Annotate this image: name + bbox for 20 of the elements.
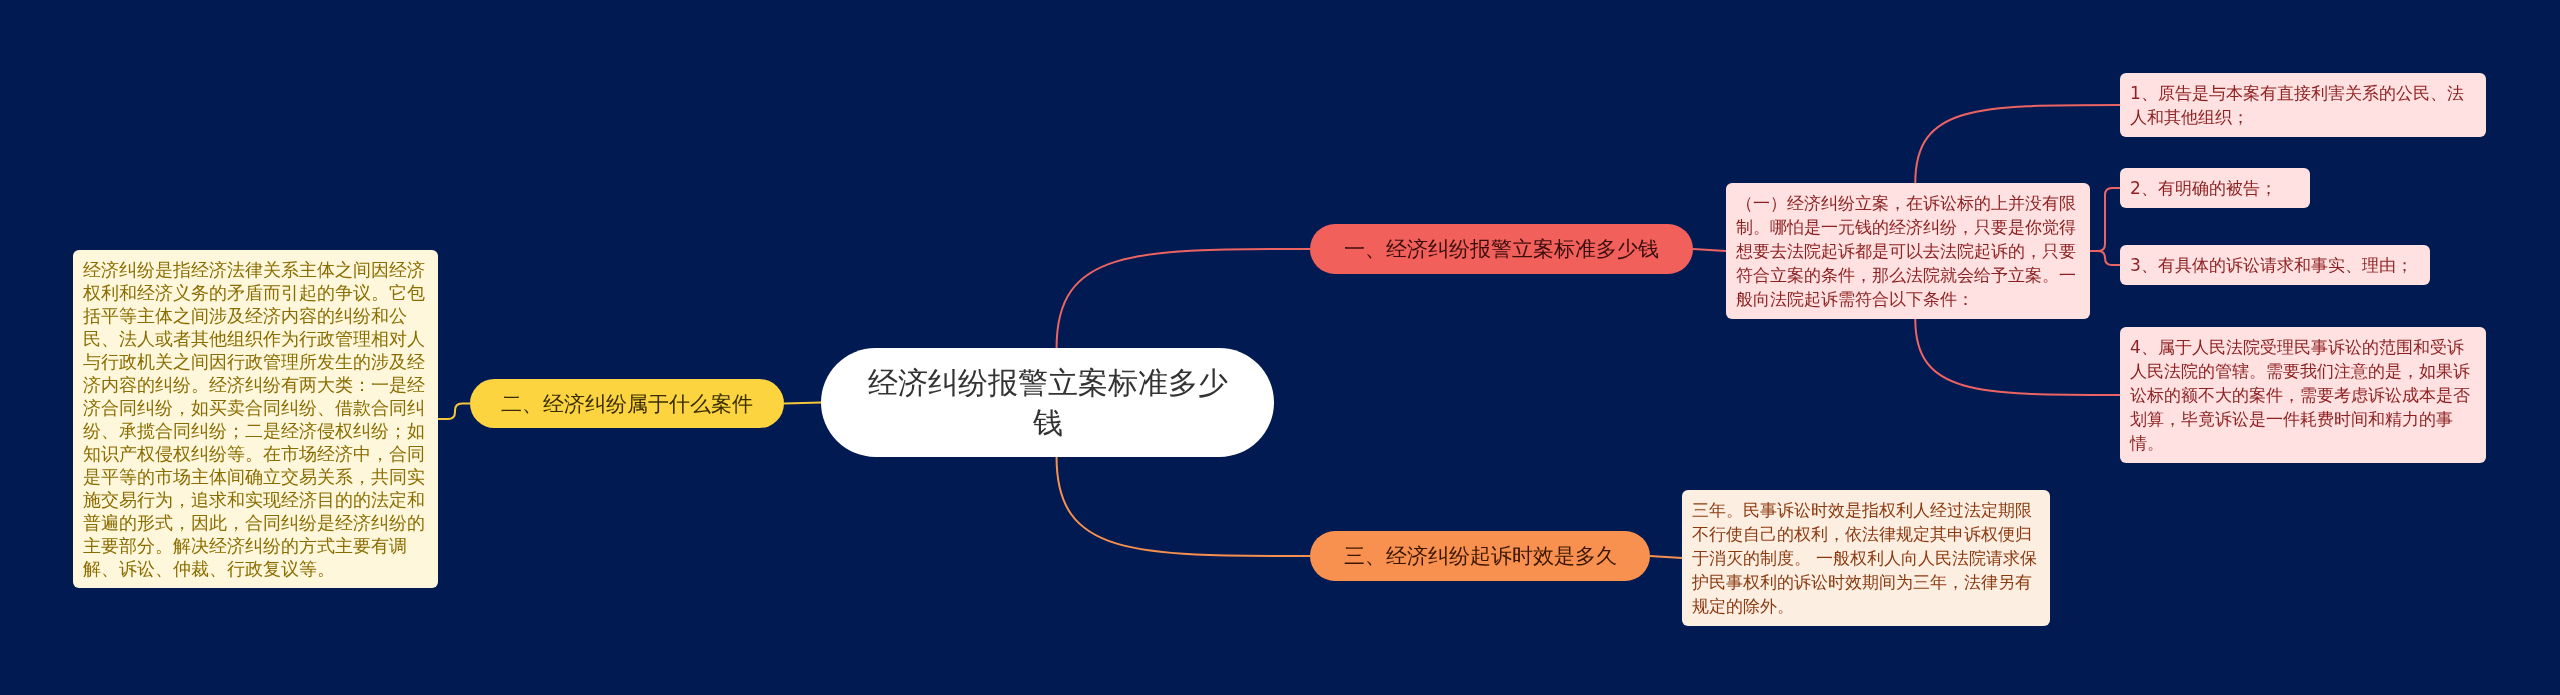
- connector-line: [1914, 318, 2121, 396]
- connector-line: [783, 401, 822, 405]
- branch-topic: 二、经济纠纷属于什么案件: [470, 379, 784, 428]
- note-box: （一）经济纠纷立案，在诉讼标的上并没有限制。哪怕是一元钱的经济纠纷，只要是你觉得想要去法院起诉都是可以去法院起诉的，只要符合立案的条件，那么法院就会给予立案。一般向法院起诉需符合以下条件：: [1726, 183, 2090, 319]
- note-box: 2、有明确的被告；: [2120, 168, 2310, 208]
- central-topic: 经济纠纷报警立案标准多少钱: [821, 348, 1274, 457]
- note-box: 1、原告是与本案有直接利害关系的公民、法人和其他组织；: [2120, 73, 2486, 137]
- branch-topic: 一、经济纠纷报警立案标准多少钱: [1310, 224, 1693, 274]
- connector-line: [1055, 456, 1311, 557]
- note-box: 4、属于人民法院受理民事诉讼的范围和受诉人民法院的管辖。需要我们注意的是，如果诉讼标的额不大的案件，需要考虑诉讼成本是否划算，毕竟诉讼是一件耗费时间和精力的事情。: [2120, 327, 2486, 463]
- connector-line: [437, 402, 471, 420]
- branch-topic: 三、经济纠纷起诉时效是多久: [1310, 531, 1650, 581]
- connector-line: [1914, 104, 2121, 184]
- note-box: 3、有具体的诉讼请求和事实、理由；: [2120, 245, 2430, 285]
- connector-line: [2089, 250, 2121, 266]
- connector-line: [1055, 248, 1311, 349]
- note-box: 三年。民事诉讼时效是指权利人经过法定期限不行使自己的权利，依法律规定其申诉权便归于消灭的制度。 一般权利人向人民法院请求保护民事权利的诉讼时效期间为三年，法律另有规定的除外。: [1682, 490, 2050, 626]
- connector-line: [1649, 555, 1683, 559]
- connector-line: [1692, 248, 1727, 252]
- note-box: 经济纠纷是指经济法律关系主体之间因经济权利和经济义务的矛盾而引起的争议。它包括平等主体之间涉及经济内容的纠纷和公民、法人或者其他组织作为行政管理相对人与行政机关之间因行政管理所发生的涉及经济内容的纠纷。经济纠纷有两大类：一是经济合同纠纷，如买卖合同纠纷、借款合同纠纷、承揽合同纠纷；二是经济侵权纠纷；如知识产权侵权纠纷等。在市场经济中，合同是平等的市场主体间确立交易关系，共同实施交易行为，追求和实现经济目的的法定和普遍的形式，因此，合同纠纷是经济纠纷的主要部分。解决经济纠纷的方式主要有调解、诉讼、仲裁、行政复议等。: [73, 250, 438, 588]
